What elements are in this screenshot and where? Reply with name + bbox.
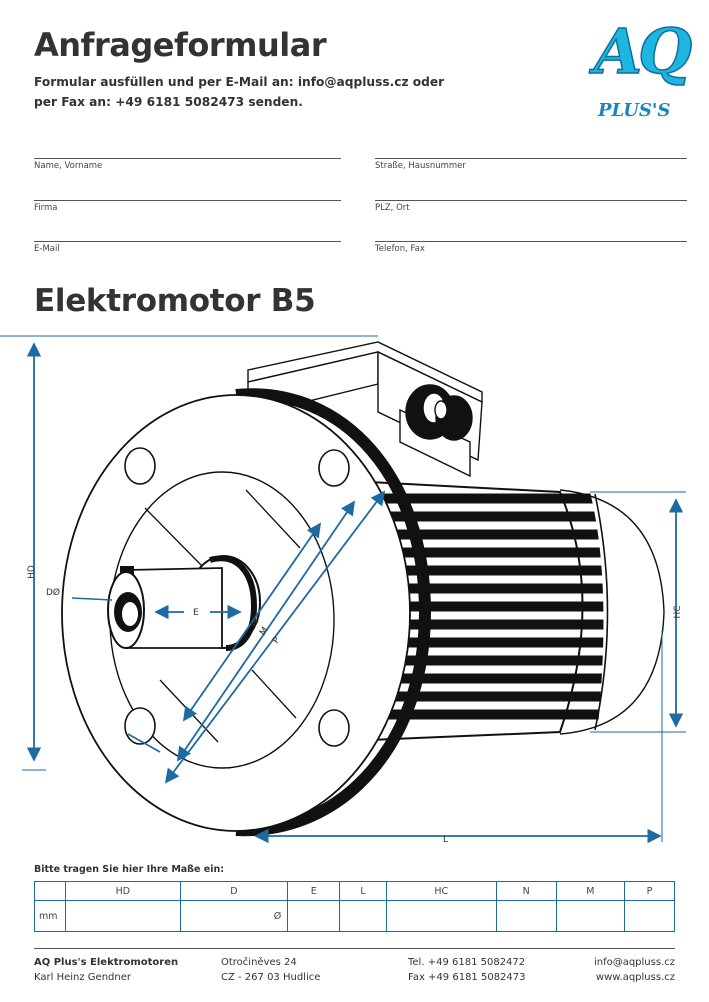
company-logo: AQ PLUS'S [592, 14, 696, 126]
footer-phone: Tel. +49 6181 5082472 Fax +49 6181 50824… [408, 955, 526, 985]
table-header-row: HD D E L HC N M P [34, 881, 676, 901]
field-label: Telefon, Fax [375, 244, 425, 254]
l-input-cell[interactable] [339, 900, 387, 932]
table-header-cell: HD [65, 881, 181, 901]
name-field[interactable]: Name, Vorname [34, 158, 341, 176]
intro-text: Formular ausfüllen und per E-Mail an: in… [34, 72, 454, 112]
hc-label: HC [673, 605, 683, 618]
dimensions-table: HD D E L HC N M P mm Ø [34, 881, 676, 932]
table-header-cell: N [495, 881, 557, 901]
table-header-cell: E [287, 881, 341, 901]
city: CZ - 267 03 Hudlice [221, 972, 321, 983]
logo-subtitle: PLUS'S [598, 100, 671, 121]
field-label: Straße, Hausnummer [375, 161, 466, 171]
footer-address: Otročiněves 24 CZ - 267 03 Hudlice [221, 955, 320, 985]
intro-line-2: per Fax an: +49 6181 5082473 senden. [34, 95, 303, 109]
email-link[interactable]: info@aqpluss.cz [593, 957, 675, 968]
table-header-cell: P [623, 881, 676, 901]
phone: Tel. +49 6181 5082472 [408, 957, 526, 968]
field-label: Name, Vorname [34, 161, 103, 171]
email-field[interactable]: E-Mail [34, 241, 341, 259]
street: Otročiněves 24 [221, 957, 297, 968]
table-input-row: mm Ø [34, 900, 676, 932]
footer-company: AQ Plus's Elektromotoren Karl Heinz Gend… [34, 955, 178, 985]
field-label: Firma [34, 203, 58, 213]
table-header-cell: HC [385, 881, 497, 901]
logo-mark: AQ [593, 14, 693, 89]
p-label: P [271, 635, 283, 646]
motor-drawing: HD DØ E N M P HC L [0, 335, 686, 845]
fax: Fax +49 6181 5082473 [408, 972, 526, 983]
company-name: AQ Plus's Elektromotoren [34, 957, 179, 968]
d-input-cell[interactable]: Ø [179, 900, 289, 932]
company-field[interactable]: Firma [34, 200, 341, 218]
field-underline [34, 200, 341, 201]
field-label: E-Mail [34, 244, 60, 254]
table-instruction: Bitte tragen Sie hier Ihre Maße ein: [34, 864, 225, 875]
l-label: L [443, 835, 448, 845]
hc-input-cell[interactable] [385, 900, 497, 932]
table-header-cell [34, 881, 66, 901]
field-underline [34, 158, 341, 159]
table-header-cell: M [555, 881, 625, 901]
page-title: Anfrageformular [34, 26, 327, 64]
hd-input-cell[interactable] [65, 900, 181, 932]
dimension-lines [0, 335, 686, 844]
footer-divider [34, 948, 675, 949]
e-input-cell[interactable] [287, 900, 341, 932]
m-input-cell[interactable] [555, 900, 625, 932]
p-input-cell[interactable] [623, 900, 676, 932]
phone-fax-field[interactable]: Telefon, Fax [375, 241, 687, 259]
footer-web: info@aqpluss.cz www.aqpluss.cz [594, 955, 675, 985]
n-input-cell[interactable] [495, 900, 557, 932]
field-underline [375, 241, 687, 242]
n-label: N [249, 618, 261, 629]
intro-line-1: Formular ausfüllen und per E-Mail an: in… [34, 75, 445, 89]
hd-label: HD [27, 565, 37, 579]
cooling-fins [370, 493, 604, 720]
flange [61, 388, 432, 837]
d-label: DØ [46, 587, 60, 598]
zip-city-field[interactable]: PLZ, Ort [375, 200, 687, 218]
e-label: E [193, 608, 199, 618]
field-underline [375, 200, 687, 201]
website-link[interactable]: www.aqpluss.cz [595, 972, 675, 983]
street-field[interactable]: Straße, Hausnummer [375, 158, 687, 176]
field-label: PLZ, Ort [375, 203, 410, 213]
field-underline [34, 241, 341, 242]
table-header-cell: L [339, 881, 387, 901]
section-title: Elektromotor B5 [34, 283, 316, 319]
field-underline [375, 158, 687, 159]
contact-person: Karl Heinz Gendner [34, 972, 131, 983]
table-header-cell: D [179, 881, 289, 901]
unit-cell: mm [34, 900, 66, 932]
